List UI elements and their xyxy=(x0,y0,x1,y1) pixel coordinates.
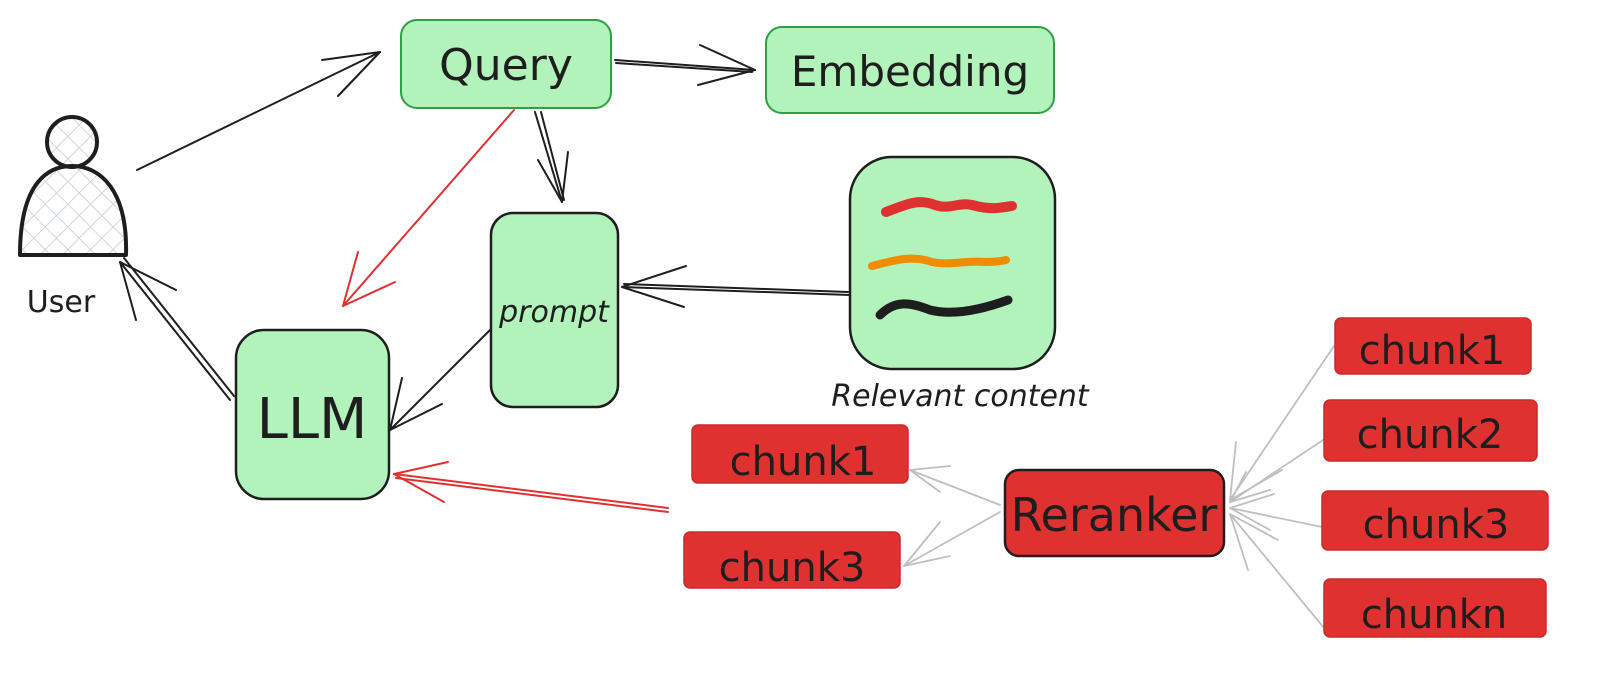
output-chunk: chunk1 xyxy=(691,424,909,485)
arrow-query-to-embedding xyxy=(614,44,756,86)
black-text-squiggle xyxy=(875,295,1013,320)
input-chunk-label: chunk3 xyxy=(1363,502,1510,548)
red-text-squiggle xyxy=(881,197,1017,217)
query-box xyxy=(400,19,612,109)
input-chunk: chunkn xyxy=(1323,578,1547,638)
arrow-user-to-query xyxy=(136,51,381,171)
prompt-node: prompt xyxy=(489,211,620,409)
user-icon xyxy=(18,115,129,257)
prompt-label: prompt xyxy=(498,295,610,330)
input-chunk: chunk1 xyxy=(1334,317,1532,375)
input-chunk-label: chunk1 xyxy=(1359,328,1506,374)
embedding-label: Embedding xyxy=(791,47,1029,96)
input-chunk: chunk2 xyxy=(1323,399,1538,462)
reranker-box xyxy=(1003,468,1226,558)
llm-node: LLM xyxy=(234,328,391,501)
embedding-node: Embedding xyxy=(765,26,1055,114)
output-chunk: chunk3 xyxy=(683,531,901,591)
embedding-box xyxy=(765,26,1055,114)
relevant-content-node: Relevant content xyxy=(831,155,1090,414)
llm-label: LLM xyxy=(257,387,368,452)
arrows-chunks-to-reranker xyxy=(1229,345,1335,629)
output-chunk-label: chunk1 xyxy=(730,439,877,485)
prompt-box xyxy=(489,211,620,409)
relevant-content-label: Relevant content xyxy=(831,379,1090,414)
arrow-query-to-prompt xyxy=(534,111,569,203)
arrows-reranker-to-chunks xyxy=(903,465,1001,567)
arrow-prompt-to-llm xyxy=(389,329,491,431)
arrow-chunks-to-llm xyxy=(393,461,669,513)
reranker-node: Reranker xyxy=(1003,468,1226,558)
input-chunk-label: chunkn xyxy=(1361,592,1508,638)
output-chunk-label: chunk3 xyxy=(719,545,866,591)
query-label: Query xyxy=(439,40,573,91)
arrow-llm-to-user xyxy=(119,257,235,401)
input-chunk: chunk3 xyxy=(1321,490,1549,551)
output-chunks: chunk1 chunk3 xyxy=(683,424,909,591)
arrow-content-to-prompt xyxy=(621,265,851,308)
query-node: Query xyxy=(400,19,612,109)
arrow-query-to-llm xyxy=(342,109,515,307)
input-chunk-label: chunk2 xyxy=(1357,412,1504,458)
user-label: User xyxy=(27,285,96,320)
user-actor: User xyxy=(18,115,129,320)
reranker-label: Reranker xyxy=(1011,488,1218,542)
orange-text-squiggle xyxy=(868,254,1010,270)
llm-box xyxy=(234,328,391,501)
input-chunks: chunk1 chunk2 chunk3 chunkn xyxy=(1321,317,1549,638)
connectors xyxy=(119,44,1335,629)
